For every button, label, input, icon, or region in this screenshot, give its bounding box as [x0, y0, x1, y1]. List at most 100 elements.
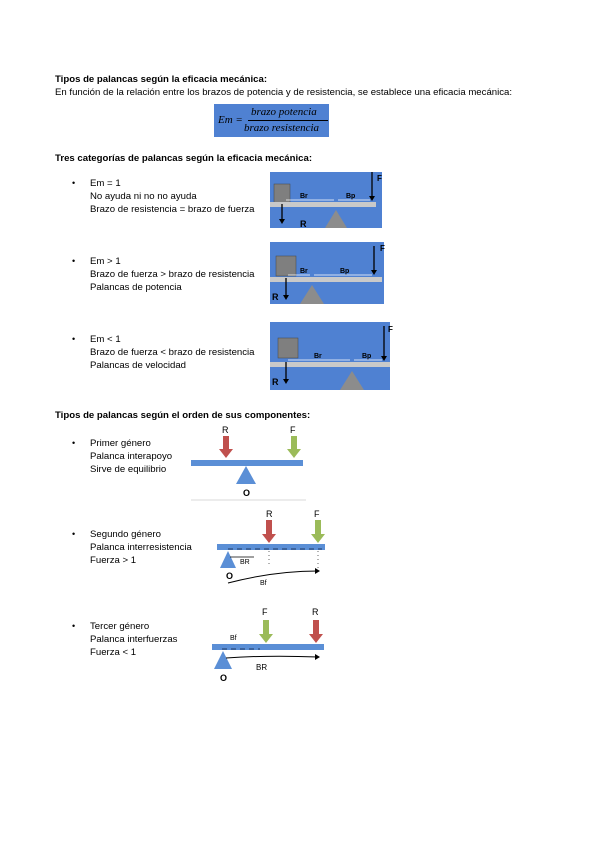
section-title-efficacy: Tipos de palancas según la eficacia mecá…	[55, 74, 268, 85]
br-label: Br	[300, 268, 308, 275]
lever-class-label: Tercer género	[90, 621, 150, 632]
fulcrum-triangle	[325, 210, 347, 228]
bullet: •	[72, 621, 76, 631]
force-label: F	[377, 174, 382, 183]
force-label: F	[380, 244, 385, 253]
resistance-label: R	[222, 425, 229, 435]
force-label: F	[262, 607, 268, 617]
lever-beam	[191, 460, 303, 466]
resistance-label: R	[312, 607, 319, 617]
lever-diagram-em-less: Br Bp F R	[270, 322, 393, 390]
resistance-label: R	[272, 292, 279, 302]
category-description: No ayuda ni no no ayuda	[90, 191, 197, 202]
fulcrum-triangle	[340, 371, 364, 390]
bullet: •	[72, 256, 76, 266]
lever-class-description: Sirve de equilibrio	[90, 464, 167, 475]
lever-class-description: Fuerza > 1	[90, 555, 137, 566]
resistance-arrowhead	[283, 379, 289, 384]
bp-label: Bp	[340, 268, 349, 275]
bullet: •	[72, 438, 76, 448]
lever-beam	[217, 544, 325, 550]
force-arrow	[263, 620, 269, 635]
force-arrow	[291, 436, 297, 450]
resistance-arm-arrow	[225, 655, 319, 659]
resistance-label: R	[272, 377, 279, 387]
category-label: Em = 1	[90, 178, 121, 189]
force-label: F	[314, 509, 320, 519]
category-label: Em > 1	[90, 256, 121, 267]
category-em-greater: Em > 1 Brazo de fuerza > brazo de resist…	[90, 255, 255, 294]
force-arrowhead	[371, 270, 377, 275]
formula-numerator: brazo potencia	[251, 106, 317, 118]
force-arrowhead	[259, 634, 273, 643]
lever-class-description: Palanca interapoyo	[90, 451, 173, 462]
force-arrowhead	[311, 534, 325, 543]
bullet: •	[72, 178, 76, 188]
category-description: Palancas de velocidad	[90, 360, 187, 371]
resistance-arrow	[266, 520, 272, 535]
lever-class-description: Palanca interresistencia	[90, 542, 192, 553]
br-label: BR	[240, 559, 250, 566]
force-arrowhead	[369, 196, 375, 201]
lever-third-class: Tercer género Palanca interfuerzas Fuerz…	[90, 620, 177, 659]
resistance-label: R	[266, 509, 273, 519]
resistance-arrowhead	[283, 295, 289, 300]
lever-class-description: Palanca interfuerzas	[90, 634, 178, 645]
force-label: F	[388, 325, 393, 334]
category-label: Em < 1	[90, 334, 121, 345]
lever-class-description: Fuerza < 1	[90, 647, 137, 658]
lever-beam	[270, 202, 376, 207]
resistance-block	[273, 183, 291, 205]
bullet: •	[72, 529, 76, 539]
fulcrum-label: O	[226, 571, 233, 581]
category-description: Brazo de fuerza > brazo de resistencia	[90, 269, 255, 280]
resistance-arrowhead	[219, 449, 233, 458]
second-class-lever-diagram: R F BR Bf O	[217, 509, 325, 587]
bullet: •	[72, 334, 76, 344]
fulcrum-label: O	[243, 488, 250, 498]
bf-label: Bf	[230, 635, 237, 642]
bp-label: Bp	[362, 353, 371, 360]
lever-class-label: Segundo género	[90, 529, 161, 540]
br-label: Br	[300, 193, 308, 200]
fulcrum-triangle	[236, 466, 256, 484]
lever-diagram-em-greater: Br Bp F R	[270, 242, 385, 304]
force-arm-arrow	[227, 570, 319, 584]
formula-fraction-line	[248, 120, 328, 121]
resistance-arrow	[223, 436, 229, 450]
category-description: Brazo de resistencia = brazo de fuerza	[90, 204, 255, 215]
resistance-arm-arrowhead	[315, 654, 320, 660]
resistance-arrowhead	[279, 219, 285, 224]
section-title-categories: Tres categorías de palancas según la efi…	[55, 153, 313, 164]
lever-beam	[270, 362, 390, 367]
lever-diagram-em-equal: Br Bp F R	[270, 172, 382, 228]
lever-beam	[212, 644, 324, 650]
fulcrum-triangle	[214, 651, 232, 669]
section-intro: En función de la relación entre los braz…	[55, 87, 513, 98]
br-label: BR	[256, 663, 267, 672]
force-arrow	[315, 520, 321, 535]
force-arm-arrowhead	[315, 568, 320, 574]
formula-denominator: brazo resistencia	[244, 122, 320, 134]
lever-class-label: Primer género	[90, 438, 151, 449]
force-label: F	[290, 425, 296, 435]
lever-first-class: Primer género Palanca interapoyo Sirve d…	[90, 437, 172, 476]
resistance-label: R	[300, 219, 307, 228]
category-em-equal: Em = 1 No ayuda ni no no ayuda Brazo de …	[90, 177, 255, 216]
resistance-arrowhead	[262, 534, 276, 543]
formula-lhs: Em =	[218, 114, 243, 126]
fulcrum-label: O	[220, 673, 227, 683]
bp-label: Bp	[346, 193, 355, 200]
force-arrowhead	[381, 356, 387, 361]
fulcrum-triangle	[220, 551, 236, 568]
resistance-block	[277, 337, 299, 359]
category-description: Palancas de potencia	[90, 282, 182, 293]
category-em-less: Em < 1 Brazo de fuerza < brazo de resist…	[90, 333, 255, 372]
lever-beam	[270, 277, 382, 282]
fulcrum-triangle	[300, 285, 324, 304]
resistance-arrowhead	[309, 634, 323, 643]
section-title-order: Tipos de palancas según el orden de sus …	[55, 410, 311, 421]
first-class-lever-diagram: R F O	[191, 425, 306, 501]
br-label: Br	[314, 353, 322, 360]
resistance-arrow	[313, 620, 319, 635]
